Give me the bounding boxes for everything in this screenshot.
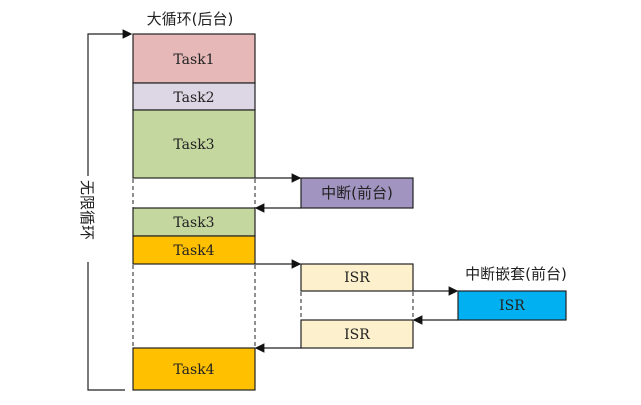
block-task3: Task3 (132, 109, 256, 179)
block-task3-resume: Task3 (132, 207, 256, 237)
block-task4-resume: Task4 (132, 347, 256, 391)
infinite-loop-bracket: 无限循环 (78, 29, 133, 391)
svg-text:ISR: ISR (499, 298, 525, 314)
svg-text:ISR: ISR (344, 327, 370, 343)
svg-text:ISR: ISR (344, 270, 370, 286)
svg-text:Task3: Task3 (173, 137, 214, 153)
block-nested-isr: ISR (457, 290, 567, 321)
svg-text:中断(前台): 中断(前台) (321, 184, 393, 202)
background-loop-title: 大循环(后台) (147, 10, 234, 28)
block-interrupt: 中断(前台) (300, 177, 414, 209)
block-task2: Task2 (132, 82, 256, 111)
nested-interrupt-title: 中断嵌套(前台) (465, 265, 567, 283)
svg-text:Task2: Task2 (173, 90, 214, 106)
block-task1: Task1 (132, 33, 256, 84)
block-isr-resume: ISR (300, 319, 414, 349)
svg-text:Task4: Task4 (173, 362, 214, 378)
block-isr: ISR (300, 263, 414, 292)
svg-text:Task4: Task4 (173, 243, 214, 259)
infinite-loop-label: 无限循环 (78, 180, 96, 240)
svg-text:Task3: Task3 (173, 215, 214, 231)
svg-text:Task1: Task1 (173, 52, 214, 68)
block-task4: Task4 (132, 235, 256, 265)
